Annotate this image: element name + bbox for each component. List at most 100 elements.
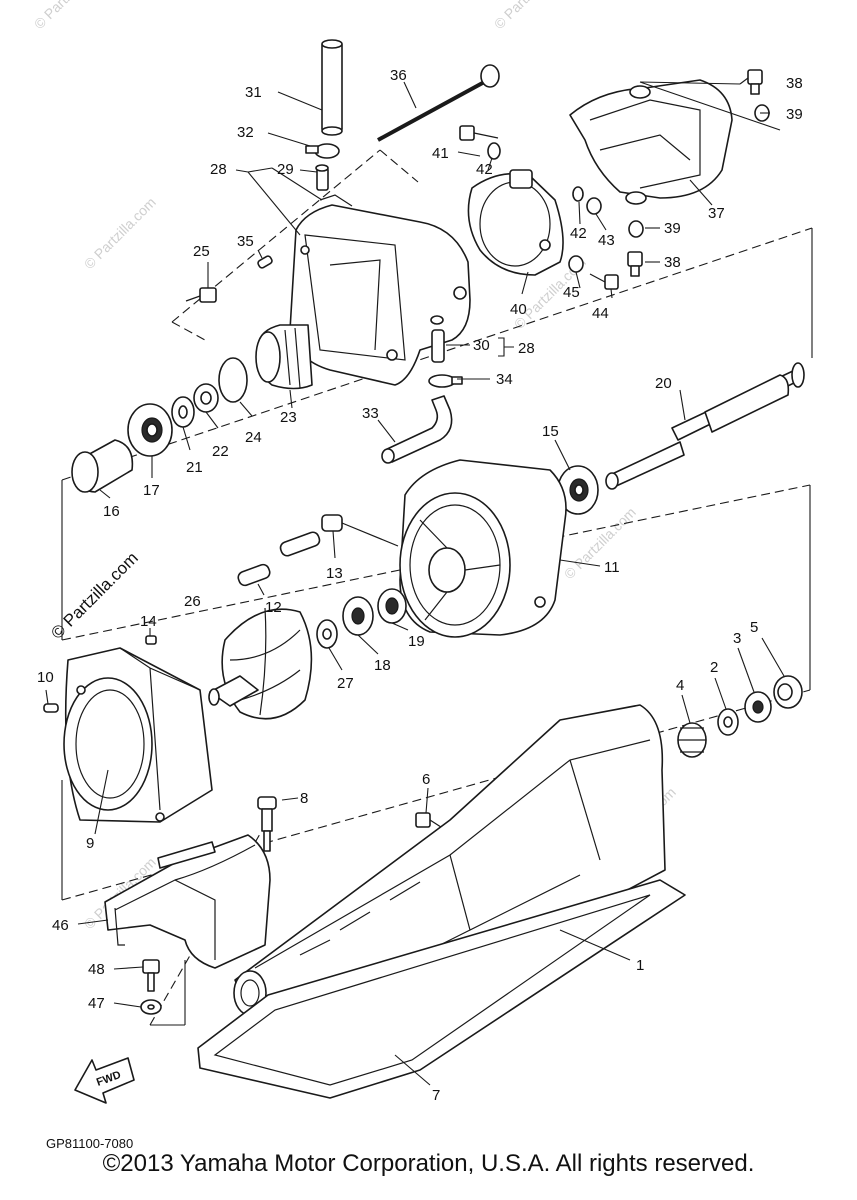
part-41-bolt — [459, 125, 499, 141]
part-38-bolt — [747, 69, 763, 95]
callout-32: 32 — [237, 124, 254, 141]
part-20-shaft — [671, 362, 805, 441]
callout-38: 38 — [786, 75, 803, 92]
watermark: © Partzilla.com — [491, 0, 569, 32]
callout-20: 20 — [655, 375, 672, 392]
part-18-bearing — [342, 596, 374, 636]
part-14-pin — [145, 635, 157, 645]
part-45-collar — [568, 255, 584, 273]
watermark: © Partzilla.com — [561, 504, 639, 582]
part-35-pin — [257, 255, 273, 269]
callout-30: 30 — [473, 337, 490, 354]
callout-13: 13 — [326, 565, 343, 582]
leader-lines — [45, 77, 785, 1086]
callout-39: 39 — [786, 106, 803, 123]
callout-48: 48 — [88, 961, 105, 978]
part-25-bolt — [185, 287, 217, 303]
callout-38: 38 — [664, 254, 681, 271]
callout-33: 33 — [362, 405, 379, 422]
callout-17: 17 — [143, 482, 160, 499]
part-10-pin — [43, 703, 59, 713]
mounting-bracket — [157, 841, 216, 869]
part-22-nut — [193, 383, 219, 413]
callout-46: 46 — [52, 917, 69, 934]
callout-7: 7 — [432, 1087, 440, 1104]
callout-21: 21 — [186, 459, 203, 476]
callout-15: 15 — [542, 423, 559, 440]
part-37-reverse-bucket — [569, 79, 733, 205]
callout-29: 29 — [277, 161, 294, 178]
part-2-ring — [717, 708, 739, 736]
part-15-bearing — [557, 465, 599, 515]
callout-1: 1 — [636, 957, 644, 974]
callout-36: 36 — [390, 67, 407, 84]
callout-39: 39 — [664, 220, 681, 237]
callout-41: 41 — [432, 145, 449, 162]
callout-25: 25 — [193, 243, 210, 260]
callout-18: 18 — [374, 657, 391, 674]
part-19-bearing — [377, 588, 407, 624]
callout-19: 19 — [408, 633, 425, 650]
callout-14: 14 — [140, 613, 157, 630]
callout-23: 23 — [280, 409, 297, 426]
watermark: © Partzilla.com — [81, 194, 159, 272]
callout-16: 16 — [103, 503, 120, 520]
shaft-spline-sleeve — [605, 441, 685, 490]
drawing-code: GP81100-7080 — [46, 1136, 133, 1151]
bracket-30-28 — [498, 337, 514, 357]
callout-26: 26 — [184, 593, 201, 610]
part-43-nut — [586, 197, 602, 215]
callout-34: 34 — [496, 371, 513, 388]
part-16-cap — [71, 439, 134, 493]
part-5-cap — [773, 675, 803, 709]
part-44-bolt — [589, 273, 619, 290]
part-39-collar — [628, 220, 644, 238]
part-42-washer — [487, 142, 501, 160]
callout-28: 28 — [210, 161, 227, 178]
callout-12: 12 — [265, 599, 282, 616]
watermark: © Partzilla.com — [31, 0, 109, 32]
copyright-notice: ©2013 Yamaha Motor Corporation, U.S.A. A… — [102, 1150, 755, 1177]
part-32-clamp — [305, 143, 340, 159]
callout-35: 35 — [237, 233, 254, 250]
part-29-fitting — [315, 164, 329, 191]
callout-31: 31 — [245, 84, 262, 101]
callout-22: 22 — [212, 443, 229, 460]
part-11-pump-housing — [399, 459, 567, 638]
callout-9: 9 — [86, 835, 94, 852]
part-47-washer — [140, 999, 162, 1015]
part-12-pin — [279, 531, 321, 557]
callout-42: 42 — [476, 161, 493, 178]
part-46-cover — [104, 834, 271, 969]
callouts: 31 32 36 28 29 35 25 41 42 42 43 45 44 4… — [37, 67, 803, 1104]
callout-5: 5 — [750, 619, 758, 636]
callout-37: 37 — [708, 205, 725, 222]
part-9-liner — [63, 647, 213, 823]
part-40-ring-housing — [467, 169, 564, 276]
part-31-pipe — [321, 39, 343, 136]
callout-2: 2 — [710, 659, 718, 676]
part-33-hose — [381, 395, 453, 464]
part-21-washer — [171, 396, 195, 428]
callout-24: 24 — [245, 429, 262, 446]
part-13-clip — [321, 514, 399, 547]
part-3-bearing — [744, 691, 772, 723]
callout-47: 47 — [88, 995, 105, 1012]
part-8-valve — [257, 796, 277, 852]
part-36-long-bolt — [377, 64, 500, 142]
callout-44: 44 — [592, 305, 609, 322]
callout-43: 43 — [598, 232, 615, 249]
part-38-bolt — [627, 251, 643, 277]
callout-42: 42 — [570, 225, 587, 242]
part-26-impeller — [208, 607, 313, 720]
part-28-housing — [289, 194, 471, 386]
callout-4: 4 — [676, 677, 684, 694]
part-42-washer — [572, 186, 584, 202]
assembly-line — [171, 321, 206, 341]
callout-11: 11 — [604, 559, 620, 576]
callout-40: 40 — [510, 301, 527, 318]
fwd-arrow-icon: FWD — [74, 1057, 135, 1104]
callout-6: 6 — [422, 771, 430, 788]
callout-8: 8 — [300, 790, 308, 807]
